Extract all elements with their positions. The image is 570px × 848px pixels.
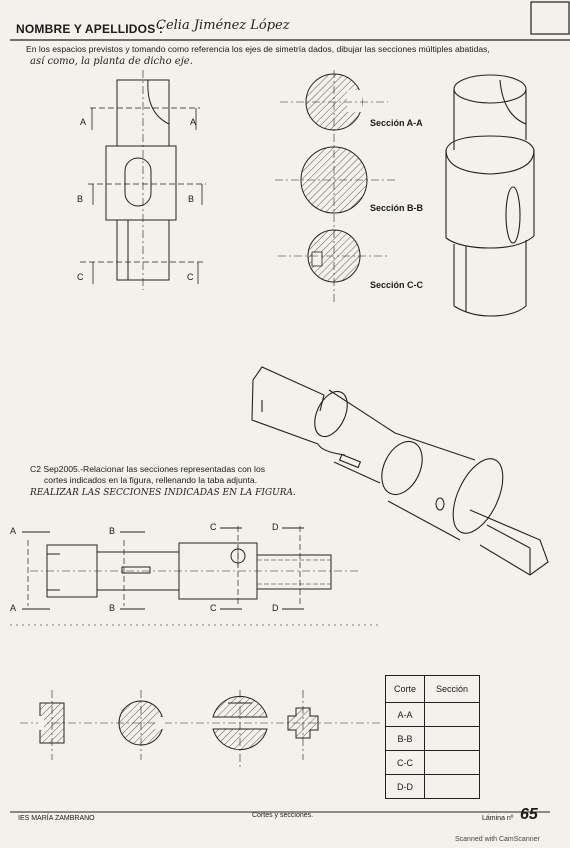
section-label-aa: Sección A-A — [370, 118, 423, 128]
exercise2-sections — [20, 690, 380, 770]
splined-shaft-isometric — [251, 366, 549, 576]
table-row: A-A — [385, 702, 480, 727]
footer-school: IES MARÍA ZAMBRANO — [18, 815, 95, 822]
exercise2-handwritten-note: REALIZAR LAS SECCIONES INDICADAS EN LA F… — [30, 488, 296, 498]
splined-shaft-front-view — [22, 526, 360, 610]
table-header-seccion: Sección — [424, 675, 480, 703]
exercise2-title: C2 Sep2005.-Relacionar las secciones rep… — [30, 464, 266, 474]
cut-letter-c-top: C — [210, 522, 217, 532]
section-label-cc: Sección C-C — [370, 280, 424, 290]
table-row: D-D — [385, 774, 480, 799]
student-name: Celia Jiménez López — [156, 18, 290, 33]
cut-letter-d-top: D — [272, 522, 279, 532]
table-cell-seccion[interactable] — [424, 774, 480, 799]
table-cell-seccion[interactable] — [424, 726, 480, 751]
answer-table-wrap: Corte Sección A-A B-B C-C D-D — [385, 675, 480, 799]
table-cell-corte: D-D — [385, 774, 425, 799]
cut-label-a-right: A — [190, 117, 197, 127]
table-row: B-B — [385, 726, 480, 751]
exercise2-subtitle: cortes indicados en la figura, rellenand… — [44, 475, 258, 485]
cut-label-a-left: A — [80, 117, 87, 127]
table-cell-seccion[interactable] — [424, 702, 480, 727]
table-header-row: Corte Sección — [385, 675, 480, 703]
exercise1-instructions-handwritten: así como, la planta de dicho eje. — [30, 56, 193, 67]
cut-letter-a-top: A — [10, 526, 17, 536]
cut-letter-a-bottom: A — [10, 603, 17, 613]
grade-box — [530, 1, 570, 35]
shaft-isometric-view — [445, 74, 535, 317]
footer-topic: Cortes y secciones. — [252, 812, 314, 819]
cut-label-c-left: C — [77, 272, 84, 282]
cut-letter-c-bottom: C — [210, 603, 217, 613]
table-cell-corte: B-B — [385, 726, 425, 751]
cut-letter-d-bottom: D — [272, 603, 279, 613]
table-cell-seccion[interactable] — [424, 750, 480, 775]
scanner-watermark: Scanned with CamScanner — [455, 836, 540, 843]
exercise1-instructions: En los espacios previstos y tomando como… — [26, 44, 490, 54]
cut-label-b-left: B — [77, 194, 84, 204]
table-cell-corte: A-A — [385, 702, 425, 727]
answer-table: Corte Sección A-A B-B C-C D-D — [385, 675, 480, 799]
cut-label-c-right: C — [187, 272, 194, 282]
table-cell-corte: C-C — [385, 750, 425, 775]
cut-label-b-right: B — [188, 194, 195, 204]
cut-letter-b-top: B — [109, 526, 116, 536]
section-label-bb: Sección B-B — [370, 203, 424, 213]
shaft-front-view — [80, 70, 206, 290]
table-row: C-C — [385, 750, 480, 775]
table-header-corte: Corte — [385, 675, 425, 703]
section-views — [275, 70, 395, 305]
name-label: NOMBRE Y APELLIDOS : — [16, 22, 164, 36]
footer-sheet-number: 65 — [520, 806, 538, 823]
footer-sheet-label: Lámina nº — [482, 815, 514, 822]
cut-letter-b-bottom: B — [109, 603, 116, 613]
